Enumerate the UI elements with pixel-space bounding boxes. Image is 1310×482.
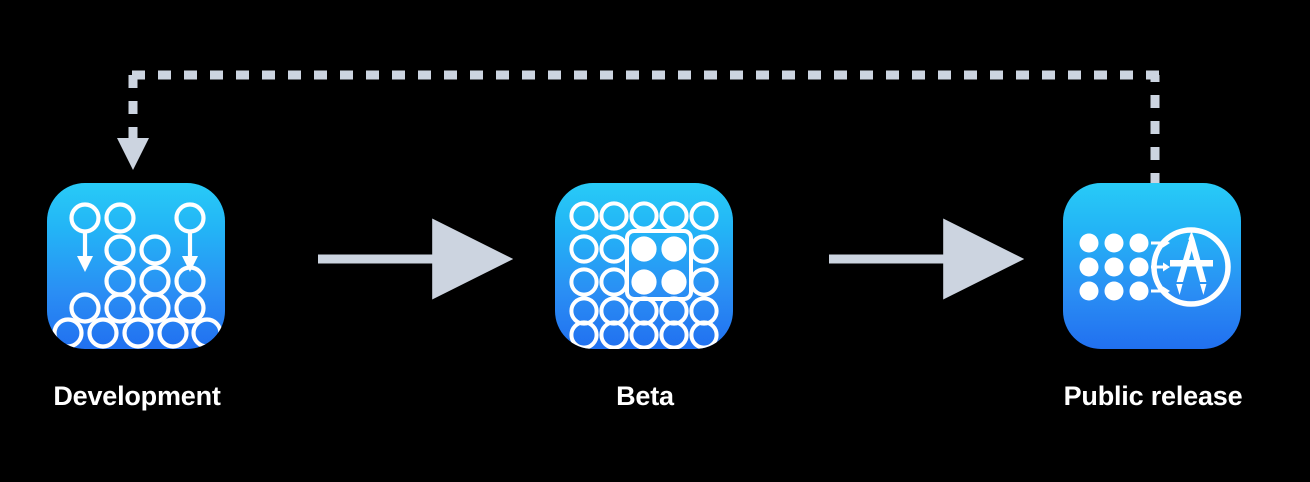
public-release-icon-tile[interactable] bbox=[1063, 183, 1241, 349]
app-store-roundel bbox=[1151, 227, 1231, 307]
development-circles-icon bbox=[52, 202, 223, 349]
beta-icon-tile[interactable] bbox=[555, 183, 733, 349]
development-icon-tile[interactable] bbox=[47, 183, 225, 349]
node-public-release[interactable]: Public release bbox=[1063, 183, 1243, 411]
node-development[interactable]: Development bbox=[47, 183, 227, 411]
beta-selection-box bbox=[625, 229, 693, 301]
dot-matrix bbox=[1079, 233, 1149, 301]
node-label-development: Development bbox=[53, 381, 221, 411]
node-label-beta: Beta bbox=[616, 381, 674, 411]
node-beta[interactable]: Beta bbox=[555, 183, 735, 411]
node-label-public-release: Public release bbox=[1063, 381, 1243, 411]
dashed-feedback-arrow-public-to-development bbox=[117, 70, 1160, 186]
beta-grid-selection-icon bbox=[569, 201, 719, 349]
beta-selected-circles bbox=[631, 236, 687, 295]
app-store-icon bbox=[1079, 227, 1231, 307]
